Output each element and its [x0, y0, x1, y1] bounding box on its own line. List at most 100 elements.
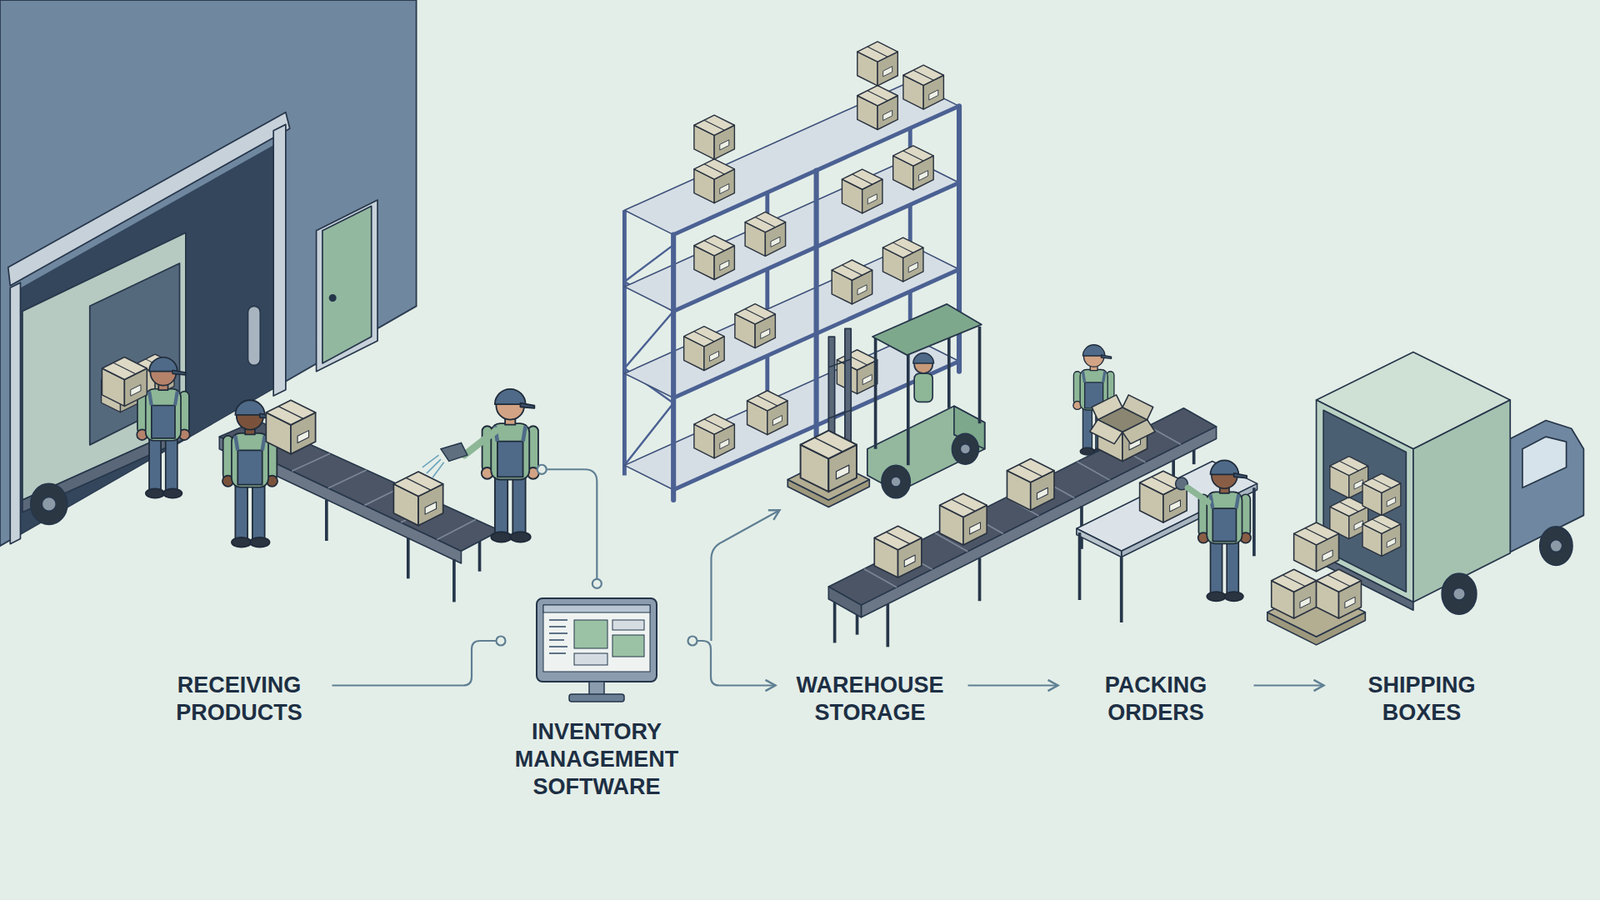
packing-table — [1078, 532, 1082, 600]
storage-rack — [673, 105, 960, 235]
packing-conveyor — [1080, 505, 1084, 549]
shipping-truck — [1522, 436, 1567, 488]
forklift — [787, 304, 985, 508]
packing-conveyor — [900, 550, 933, 570]
shipping-truck — [1550, 540, 1563, 553]
receiving-conveyor — [265, 426, 270, 472]
monitor-neck — [589, 681, 605, 695]
worker-packing — [1073, 345, 1115, 455]
worker-taping — [1198, 460, 1251, 601]
screen-panel — [612, 620, 645, 630]
storage-rack — [956, 105, 962, 371]
step-label-text: WAREHOUSE STORAGE — [780, 671, 960, 727]
receiving-conveyor — [219, 420, 500, 602]
receiving-conveyor — [328, 470, 367, 489]
menu-line — [549, 619, 568, 621]
storage-rack — [882, 237, 923, 282]
packing-conveyor — [978, 558, 982, 601]
worker-scanning — [432, 462, 444, 478]
packing-table — [1076, 528, 1122, 557]
building-wall — [0, 0, 417, 546]
storage-rack — [684, 326, 725, 371]
worker-scanning — [422, 455, 440, 468]
worker-scanning — [426, 459, 441, 474]
packing-conveyor — [1192, 420, 1196, 465]
loading-door-frame — [8, 112, 290, 286]
packing-conveyor — [1077, 461, 1110, 480]
storage-rack — [831, 260, 872, 305]
forklift — [800, 430, 857, 492]
packing-table — [1076, 460, 1258, 622]
receiving-conveyor — [400, 503, 440, 523]
screen-menu — [549, 620, 568, 654]
storage-rack — [903, 65, 944, 110]
worker-scanning — [464, 430, 496, 455]
packing-conveyor — [833, 601, 837, 643]
leader-line — [710, 510, 780, 641]
receiving-truck — [22, 426, 186, 513]
shipping-truck — [1441, 573, 1477, 615]
storage-rack — [694, 414, 735, 459]
forklift — [828, 410, 851, 419]
storage-rack — [908, 81, 913, 347]
worker-carrying — [265, 400, 315, 455]
step-label: WAREHOUSE STORAGE — [780, 671, 960, 727]
monitor-screen — [543, 605, 650, 672]
storage-rack — [857, 41, 898, 86]
leader-line — [546, 469, 597, 579]
packing-conveyor — [835, 460, 1175, 647]
packing-table — [1120, 557, 1124, 623]
receiving-truck — [22, 232, 186, 525]
storage-rack — [841, 169, 882, 214]
packing-table — [1210, 467, 1215, 531]
receiving-conveyor — [406, 537, 410, 579]
screen-panel — [574, 653, 608, 665]
menu-line — [549, 625, 566, 628]
storage-rack — [836, 350, 877, 395]
storage-rack — [694, 115, 735, 160]
receiving-conveyor — [452, 559, 456, 602]
storage-rack — [624, 81, 960, 490]
loading-door-frame — [10, 282, 20, 544]
worker-carrying — [222, 400, 278, 547]
shipping-truck — [1330, 497, 1369, 540]
monitor-icon — [534, 596, 660, 705]
open-box — [1097, 407, 1147, 462]
packing-table — [1121, 483, 1258, 557]
monitor-base — [569, 694, 625, 702]
menu-line — [549, 652, 566, 655]
forklift — [787, 459, 870, 500]
leader-line — [537, 465, 547, 475]
storage-rack — [893, 145, 934, 190]
flow-connector — [332, 640, 502, 686]
packing-conveyor — [1171, 460, 1175, 503]
step-label: RECEIVING PRODUCTS — [150, 671, 330, 727]
bollard — [248, 305, 261, 365]
receiving-truck — [90, 263, 180, 445]
forklift — [872, 304, 982, 355]
menu-line — [549, 632, 568, 635]
storage-rack — [622, 210, 627, 475]
shipping-pallet — [1267, 612, 1366, 645]
shipping-pallet — [1294, 522, 1340, 572]
receiving-conveyor — [478, 522, 482, 572]
packing-table — [1175, 477, 1189, 490]
packing-conveyor — [1006, 459, 1055, 511]
monitor-bezel — [536, 598, 657, 682]
receiving-truck — [101, 370, 140, 413]
connector-dot — [496, 636, 506, 646]
packing-conveyor — [828, 408, 1216, 648]
storage-rack — [670, 235, 676, 500]
packing-conveyor — [1112, 444, 1145, 463]
packing-conveyor — [860, 426, 1216, 618]
shipping-truck — [1330, 456, 1369, 499]
storage-rack — [624, 81, 960, 235]
loading-door-frame — [8, 112, 290, 545]
forklift — [960, 444, 970, 455]
shipping-pallet — [1267, 522, 1366, 645]
screen-panel — [612, 635, 645, 657]
storage-rack — [694, 159, 735, 204]
storage-rack — [745, 211, 785, 256]
forklift — [881, 465, 910, 498]
